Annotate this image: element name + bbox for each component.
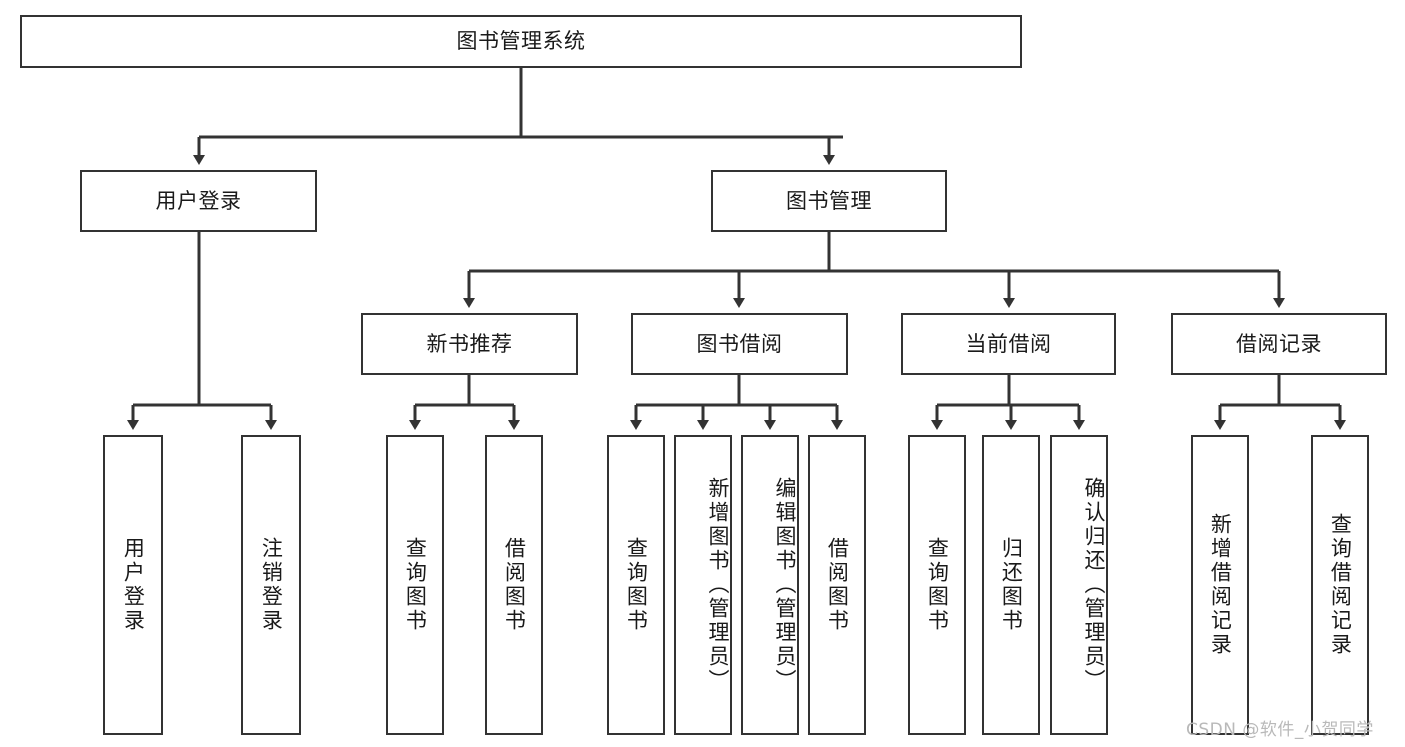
node-leaf-borrow-book-1[interactable]: 借阅图书	[485, 435, 543, 735]
node-leaf-add-record-label: 新增借阅记录	[1208, 513, 1233, 657]
node-leaf-logout-label: 注销登录	[259, 537, 284, 633]
node-leaf-add-book[interactable]: 新增图书（管理员）	[674, 435, 732, 735]
node-book-manage[interactable]: 图书管理	[711, 170, 947, 232]
node-leaf-borrow-book-1-label: 借阅图书	[502, 537, 527, 633]
watermark: CSDN @软件_小贺同学	[1186, 720, 1374, 740]
node-root[interactable]: 图书管理系统	[20, 15, 1022, 68]
node-leaf-return-book[interactable]: 归还图书	[982, 435, 1040, 735]
node-book-borrow-label: 图书借阅	[696, 331, 783, 356]
node-leaf-add-record[interactable]: 新增借阅记录	[1191, 435, 1249, 735]
node-leaf-query-record[interactable]: 查询借阅记录	[1311, 435, 1369, 735]
node-leaf-confirm-return-label: 确认归还（管理员）	[1082, 477, 1106, 693]
node-leaf-edit-book-label: 编辑图书（管理员）	[773, 477, 797, 693]
node-leaf-return-book-label: 归还图书	[999, 537, 1024, 633]
node-new-book-rec-label: 新书推荐	[426, 331, 513, 356]
node-leaf-query-book-3[interactable]: 查询图书	[908, 435, 966, 735]
node-leaf-query-book-1[interactable]: 查询图书	[386, 435, 444, 735]
node-root-label: 图书管理系统	[456, 29, 586, 54]
node-leaf-user-login-label: 用户登录	[121, 537, 146, 633]
node-current-borrow-label: 当前借阅	[965, 331, 1052, 356]
node-book-manage-label: 图书管理	[786, 188, 872, 213]
node-new-book-rec[interactable]: 新书推荐	[361, 313, 578, 375]
node-leaf-user-login[interactable]: 用户登录	[103, 435, 163, 735]
node-user-login-label: 用户登录	[155, 188, 242, 213]
node-leaf-query-book-1-label: 查询图书	[403, 537, 428, 633]
node-leaf-query-book-2[interactable]: 查询图书	[607, 435, 665, 735]
node-borrow-record-label: 借阅记录	[1236, 331, 1322, 356]
node-leaf-logout[interactable]: 注销登录	[241, 435, 301, 735]
node-user-login[interactable]: 用户登录	[80, 170, 317, 232]
node-leaf-query-book-2-label: 查询图书	[624, 537, 649, 633]
node-leaf-borrow-book-2[interactable]: 借阅图书	[808, 435, 866, 735]
node-borrow-record[interactable]: 借阅记录	[1171, 313, 1387, 375]
node-current-borrow[interactable]: 当前借阅	[901, 313, 1116, 375]
node-leaf-edit-book[interactable]: 编辑图书（管理员）	[741, 435, 799, 735]
node-leaf-query-record-label: 查询借阅记录	[1328, 513, 1353, 657]
node-leaf-query-book-3-label: 查询图书	[925, 537, 950, 633]
node-leaf-confirm-return[interactable]: 确认归还（管理员）	[1050, 435, 1108, 735]
node-book-borrow[interactable]: 图书借阅	[631, 313, 848, 375]
node-leaf-add-book-label: 新增图书（管理员）	[706, 477, 730, 693]
node-leaf-borrow-book-2-label: 借阅图书	[825, 537, 850, 633]
